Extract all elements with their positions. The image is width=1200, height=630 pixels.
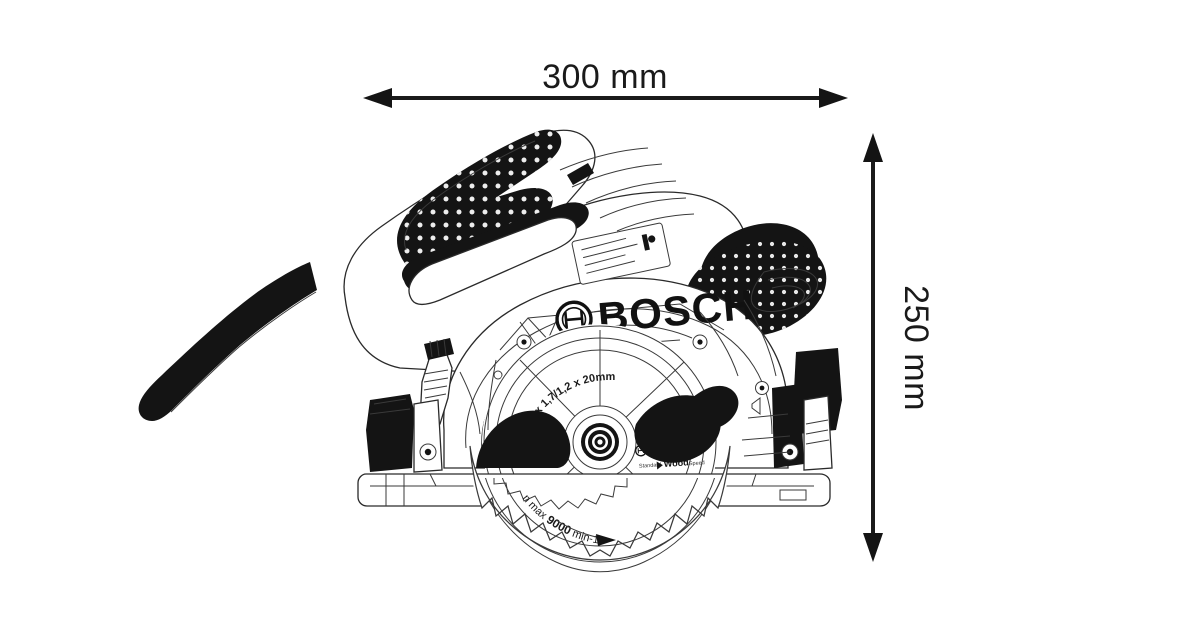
housing-ridge-2 [571,163,663,188]
circular-saw-illustration: BOSCH [138,129,842,576]
housing-to-guard-edge-3 [699,311,739,377]
bosch-emblem-icon [555,300,593,338]
left-guide-plate [413,399,443,473]
width-dimension-group: 300 mm [363,58,848,108]
blade-outer-ring-lower [485,478,715,563]
power-cord [138,262,317,421]
guard-pin [493,370,503,380]
height-arrow-bottom [863,533,883,562]
rating-plate [571,222,671,285]
blade-label-speed: Speed [689,460,705,467]
guard-screw-right [692,334,708,350]
vent-slot [567,163,594,185]
housing-to-guard-edge-2 [487,359,497,431]
lower-guard-lever-tip [688,385,739,430]
right-guide-marks [805,419,830,445]
right-guide-plate [803,395,833,471]
blade-label-wood: Wood [663,457,688,469]
blade-inner-ring-lower [501,478,699,547]
blade-hub [563,405,637,479]
guard-logo-panel-edge [499,303,725,351]
left-pivot-screw [419,443,437,461]
base-plate-notch [779,489,807,501]
housing-ridge-1 [559,147,649,171]
grip-inner-edge [404,140,536,251]
rear-knob-rib-2 [767,276,811,307]
direction-arrow-marking [751,397,761,415]
housing-ridge-3 [585,180,677,204]
width-dimension-label: 300 mm [542,58,668,96]
housing-ridge-4 [599,197,687,219]
blade-teeth [493,478,628,510]
power-cord-highlight [170,291,317,413]
width-arrow-left [363,88,392,108]
blade-label-flash-icon [656,461,663,470]
guard-upper-screw-right [755,381,769,395]
left-rear-bracket [366,394,414,472]
rear-knob-rib-3 [771,285,805,309]
blade-rotation-arrow [596,534,616,546]
handle-aperture [408,216,577,306]
depth-scale-marks [423,369,449,399]
housing-to-guard-edge-1 [459,371,481,435]
guard-rear-seam-2 [741,435,791,457]
blade-rotation-arc [555,519,597,538]
guard-rear-seam [747,413,789,419]
height-arrow-top [863,133,883,162]
blade-label-standard: Standard [639,462,662,470]
guard-screw-left [516,334,532,350]
height-dimension-group: 250 mm [863,133,935,562]
width-arrow-right [819,88,848,108]
base-plate-rib-left [385,474,405,506]
housing-ridge-5 [616,213,695,232]
main-handle-grip-texture [397,129,562,275]
lower-guard-lever-left [476,410,571,468]
height-dimension-label: 250 mm [897,285,935,411]
housing-to-guard-edge-4 [743,299,777,377]
guard-inner-contour [465,308,773,449]
base-plate-slot-right [751,473,757,487]
